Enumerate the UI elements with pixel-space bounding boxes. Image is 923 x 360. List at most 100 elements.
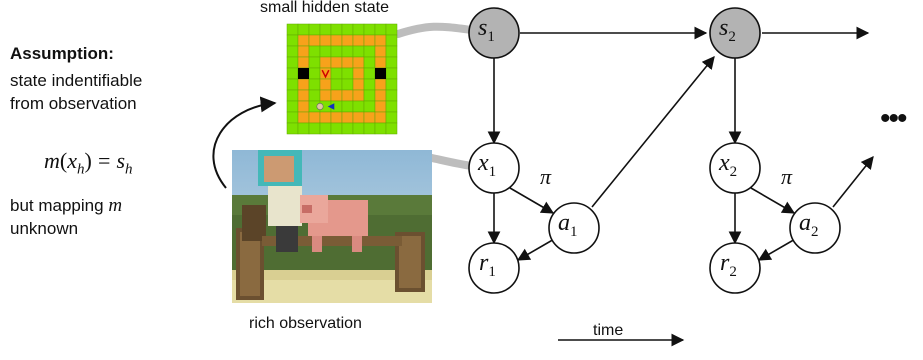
grid-cell <box>330 67 343 80</box>
grid-cell <box>341 67 354 80</box>
state-connector <box>394 22 476 38</box>
grid-cell <box>330 45 343 58</box>
grid-wall-right <box>375 68 386 79</box>
grid-cell <box>297 78 310 91</box>
label-s1: s1 <box>478 15 495 45</box>
grid-cell <box>352 23 365 36</box>
grid-cell <box>286 78 299 91</box>
grid-cell <box>308 122 321 135</box>
grid-cell <box>286 45 299 58</box>
node-x2 <box>709 142 761 194</box>
grid-cell <box>286 111 299 124</box>
assumption-line-1: state indentifiable <box>10 71 143 90</box>
grid-cell <box>286 34 299 47</box>
grid-cell <box>319 122 332 135</box>
grid-agent-blue-marker <box>327 103 335 110</box>
grid-pig-marker <box>316 103 324 111</box>
grid-cell <box>385 23 398 36</box>
graph-edges <box>487 26 874 347</box>
grid-cell <box>297 45 310 58</box>
grid-cell <box>319 111 332 124</box>
grid-cell <box>319 34 332 47</box>
grid-cell <box>308 67 321 80</box>
grid-cell <box>341 89 354 102</box>
assumption-title: Assumption: <box>10 44 114 63</box>
grid-cell <box>297 34 310 47</box>
grid-cell <box>308 111 321 124</box>
grid-cell <box>308 56 321 69</box>
formula-x: x <box>67 148 77 173</box>
formula-h-sub-2: h <box>125 161 133 178</box>
grid-cell <box>363 23 376 36</box>
grid-cell <box>341 122 354 135</box>
grid-cell <box>319 78 332 91</box>
grid-cell <box>308 45 321 58</box>
grid-wall-left <box>298 68 309 79</box>
grid-cell <box>374 23 387 36</box>
grid-cell <box>363 56 376 69</box>
grid-cell <box>319 89 332 102</box>
grid-cell <box>374 111 387 124</box>
policy-pi-1: π <box>540 164 552 189</box>
ellipsis: ••• <box>880 102 907 135</box>
grid-cell <box>352 56 365 69</box>
grid-cell <box>330 89 343 102</box>
grid-cell <box>286 23 299 36</box>
grid-cell <box>363 89 376 102</box>
grid-cell <box>297 23 310 36</box>
node-a2 <box>789 202 841 254</box>
grid-cell <box>385 67 398 80</box>
label-r1: r1 <box>479 250 496 280</box>
grid-cell <box>385 100 398 113</box>
grid-cell <box>352 111 365 124</box>
grid-cell <box>374 45 387 58</box>
grid-cell <box>341 111 354 124</box>
grid-cell <box>352 122 365 135</box>
grid-cell <box>330 23 343 36</box>
grid-cell <box>385 56 398 69</box>
formula-m: m <box>44 148 60 173</box>
grid-cell <box>363 100 376 113</box>
grid-cell <box>352 34 365 47</box>
grid-cell <box>286 56 299 69</box>
assumption-line-2: from observation <box>10 94 137 113</box>
grid-cell <box>374 78 387 91</box>
grid-cell <box>341 56 354 69</box>
node-s2 <box>709 7 761 59</box>
grid-cell <box>363 67 376 80</box>
formula-s: s <box>116 148 126 173</box>
node-a1 <box>548 202 600 254</box>
grid-cell <box>352 67 365 80</box>
grid-cell <box>286 89 299 102</box>
grid-cell <box>374 100 387 113</box>
grid-cell <box>319 56 332 69</box>
grid-cell <box>352 100 365 113</box>
mapping-curve-arrow <box>212 96 277 189</box>
node-r2 <box>709 242 761 294</box>
policy-pi-2: π <box>781 164 793 189</box>
label-r2: r2 <box>720 250 737 280</box>
grid-cell <box>352 78 365 91</box>
grid-cell <box>385 111 398 124</box>
grid-cell <box>341 23 354 36</box>
grid-cell <box>319 45 332 58</box>
grid-cell <box>330 78 343 91</box>
grid-cell <box>286 100 299 113</box>
assumption-note-1: but mapping m <box>10 195 123 216</box>
grid-cell <box>330 111 343 124</box>
note-m: m <box>108 195 123 216</box>
assumption-note-2: unknown <box>10 219 79 238</box>
grid-cell <box>308 34 321 47</box>
grid-cell <box>385 78 398 91</box>
grid-cell <box>297 56 310 69</box>
grid-cell <box>374 56 387 69</box>
grid-cell <box>330 122 343 135</box>
grid-cell <box>363 111 376 124</box>
grid-cell <box>374 34 387 47</box>
grid-cell <box>330 34 343 47</box>
grid-cell <box>286 67 299 80</box>
grid-cell <box>363 122 376 135</box>
formula-equals: = <box>97 148 111 173</box>
grid-cell <box>374 89 387 102</box>
